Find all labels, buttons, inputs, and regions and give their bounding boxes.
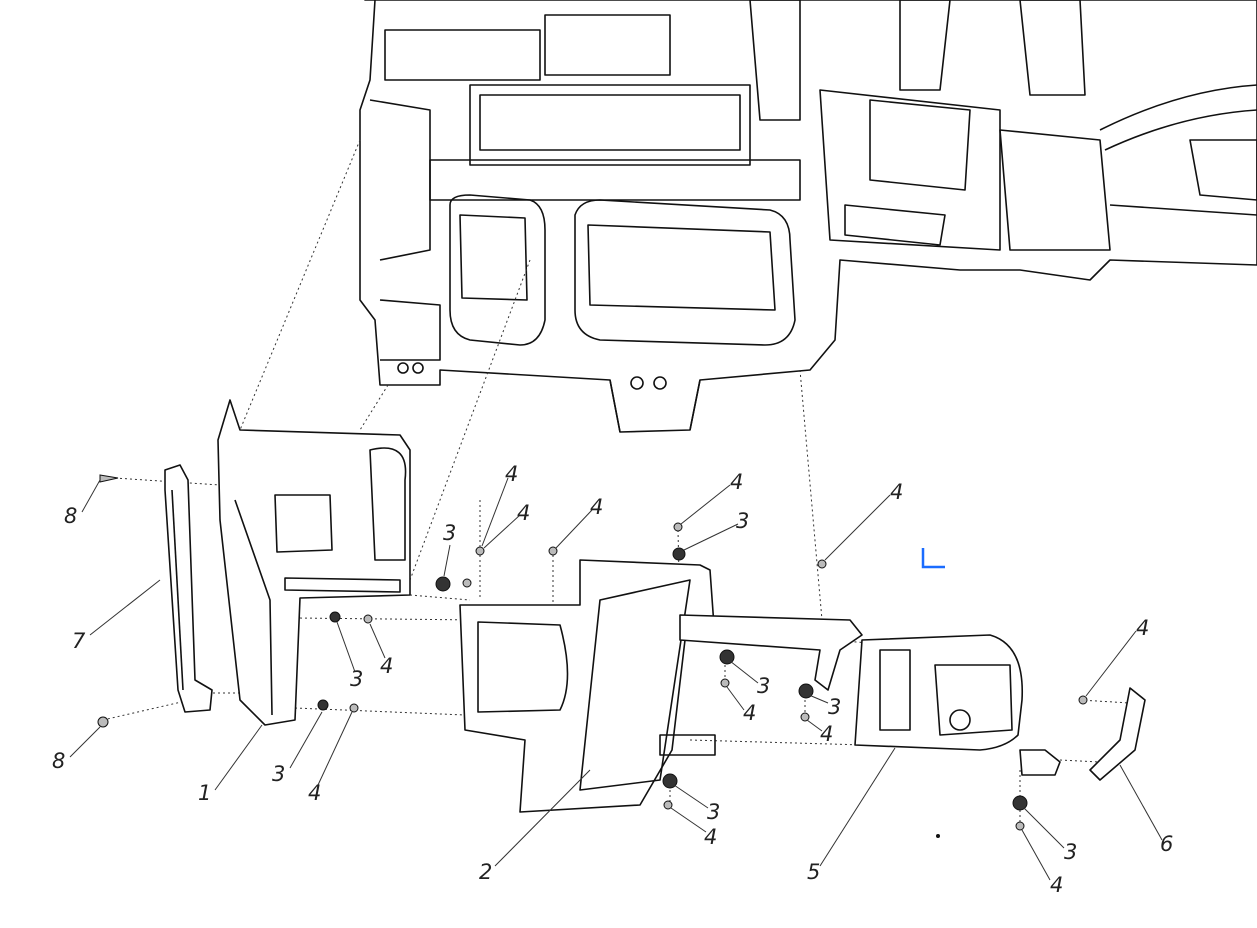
callout-4: 4 xyxy=(308,781,321,805)
callout-4: 4 xyxy=(890,480,903,504)
callout-4: 4 xyxy=(1136,616,1149,640)
callout-4: 4 xyxy=(730,470,743,494)
leader-lines xyxy=(69,477,1163,881)
callout-8: 8 xyxy=(64,504,77,528)
part-center-upper-bracket xyxy=(679,614,863,691)
callout-8: 8 xyxy=(52,749,65,773)
callout-3: 3 xyxy=(350,667,363,691)
part-2-center-console-trim xyxy=(459,559,716,813)
callout-3: 3 xyxy=(757,674,770,698)
callout-3: 3 xyxy=(443,521,456,545)
callout-4: 4 xyxy=(517,501,530,525)
part-7-side-trim xyxy=(164,464,213,713)
part-5-right-end-panel xyxy=(854,634,1024,751)
callout-5: 5 xyxy=(807,860,820,884)
part-6-right-trim-strip xyxy=(1019,687,1146,781)
callout-4: 4 xyxy=(590,495,603,519)
callout-7: 7 xyxy=(72,629,86,653)
callout-3: 3 xyxy=(736,509,749,533)
callout-4: 4 xyxy=(505,462,518,486)
callout-2: 2 xyxy=(479,860,492,884)
fasteners xyxy=(97,474,1088,838)
callout-3: 3 xyxy=(707,800,720,824)
callout-3: 3 xyxy=(272,762,285,786)
callout-labels: 8 7 8 1 3 4 3 4 3 4 4 4 4 3 4 3 4 3 4 2 … xyxy=(52,462,1173,897)
part-1-left-end-panel xyxy=(217,399,411,726)
callout-1: 1 xyxy=(198,781,211,805)
callout-4: 4 xyxy=(704,825,717,849)
cursor-icon xyxy=(921,548,945,569)
callout-6: 6 xyxy=(1160,832,1173,856)
callout-4: 4 xyxy=(820,722,833,746)
callout-3: 3 xyxy=(1064,840,1077,864)
callout-4: 4 xyxy=(1050,873,1063,897)
callout-3: 3 xyxy=(828,695,841,719)
dashboard-frame xyxy=(359,0,1257,433)
callout-4: 4 xyxy=(743,701,756,725)
callout-4: 4 xyxy=(380,654,393,678)
